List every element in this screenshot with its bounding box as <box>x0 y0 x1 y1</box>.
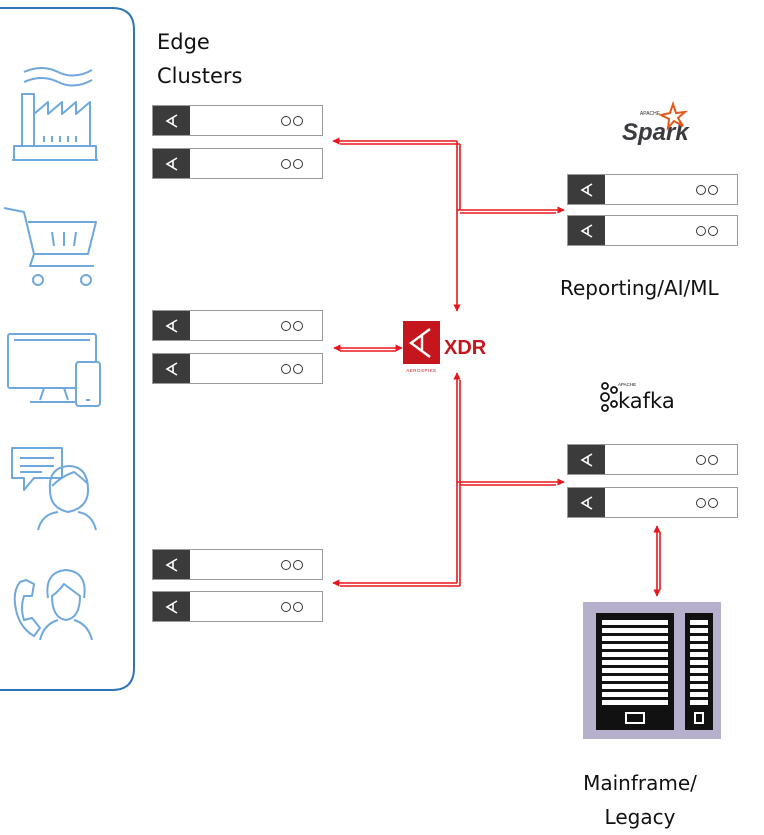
server-cap <box>153 592 190 621</box>
status-lights-icon <box>696 498 718 508</box>
server-cap <box>568 175 605 204</box>
server-cap <box>153 550 190 579</box>
edge-1-node-b <box>152 148 323 179</box>
server-cap <box>153 106 190 135</box>
server-cap <box>153 311 190 340</box>
aerospike-mark-icon <box>580 183 593 197</box>
mainframe-label: Mainframe/ Legacy <box>583 771 697 829</box>
kafka-logo: APACHE kafka <box>600 382 675 413</box>
call-agent-icon <box>13 569 93 641</box>
spark-logo: APACHE Spark <box>622 100 690 146</box>
aerospike-mark-icon <box>165 319 178 333</box>
edge-3-node-a <box>152 549 323 580</box>
kafka-nodes-icon <box>600 382 618 412</box>
spark-small-label: APACHE <box>640 111 661 117</box>
chat-person-icon <box>11 447 97 531</box>
edge-3-node-b <box>152 591 323 622</box>
spark-node-a <box>567 174 738 205</box>
aerospike-mark-icon <box>165 558 178 572</box>
shopping-cart-icon <box>3 207 97 286</box>
xdr-node: AEROSPIKE XDR <box>403 321 487 373</box>
spark-star-icon <box>658 100 689 132</box>
edge-clusters-label: Edge Clusters <box>157 30 243 88</box>
edge-1-node-a <box>152 105 323 136</box>
sources-bracket <box>0 7 135 691</box>
aerospike-mark-icon <box>165 114 178 128</box>
server-cap <box>568 216 605 245</box>
server-cap <box>153 354 190 383</box>
spark-node-b <box>567 215 738 246</box>
server-cap <box>568 488 605 517</box>
status-lights-icon <box>281 560 303 570</box>
aerospike-label: AEROSPIKE <box>406 368 437 373</box>
status-lights-icon <box>696 226 718 236</box>
server-cap <box>153 149 190 178</box>
xdr-label: XDR <box>444 337 487 359</box>
factory-icon <box>12 67 98 161</box>
mainframe-icon <box>583 602 721 739</box>
status-lights-icon <box>281 602 303 612</box>
aerospike-mark-icon <box>165 362 178 376</box>
aerospike-mark-icon <box>580 453 593 467</box>
server-cap <box>568 445 605 474</box>
status-lights-icon <box>281 159 303 169</box>
aerospike-mark-icon <box>580 224 593 238</box>
connectors <box>332 137 661 597</box>
aerospike-mark-icon <box>165 157 178 171</box>
status-lights-icon <box>696 185 718 195</box>
status-lights-icon <box>281 116 303 126</box>
aerospike-mark-icon <box>580 496 593 510</box>
aerospike-mark-icon <box>165 600 178 614</box>
kafka-node-b <box>567 487 738 518</box>
kafka-small-label: APACHE <box>618 382 636 387</box>
kafka-node-a <box>567 444 738 475</box>
status-lights-icon <box>281 364 303 374</box>
edge-2-node-b <box>152 353 323 384</box>
status-lights-icon <box>281 321 303 331</box>
reporting-label: Reporting/AI/ML <box>560 276 719 300</box>
edge-2-node-a <box>152 310 323 341</box>
kafka-name: kafka <box>618 389 675 413</box>
desktop-mobile-icon <box>7 333 101 407</box>
status-lights-icon <box>696 455 718 465</box>
